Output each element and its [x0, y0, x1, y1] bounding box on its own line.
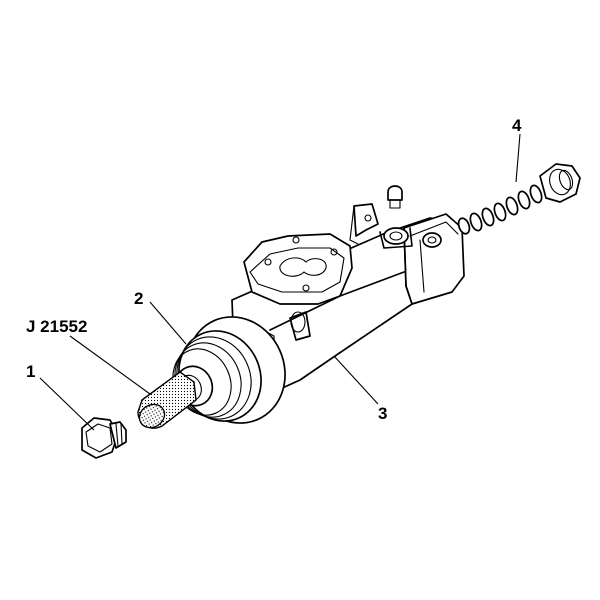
plug-bolt: [81, 417, 127, 459]
tool-j21552: [137, 371, 197, 429]
callout-4: 4: [512, 116, 522, 135]
leader-2: [149, 301, 187, 345]
piston-assembly: [172, 316, 286, 424]
callout-3: 3: [378, 404, 387, 423]
leader-tool: [69, 335, 151, 395]
callout-1: 1: [26, 362, 35, 381]
cap-screw: [387, 185, 403, 209]
callout-2: 2: [134, 289, 143, 308]
leader-4: [515, 133, 521, 183]
leader-3: [333, 355, 379, 405]
cylinder-housing: [231, 203, 465, 403]
leader-1: [39, 377, 95, 431]
spring-and-plug: [457, 163, 581, 235]
callout-tool: J 21552: [26, 317, 87, 336]
